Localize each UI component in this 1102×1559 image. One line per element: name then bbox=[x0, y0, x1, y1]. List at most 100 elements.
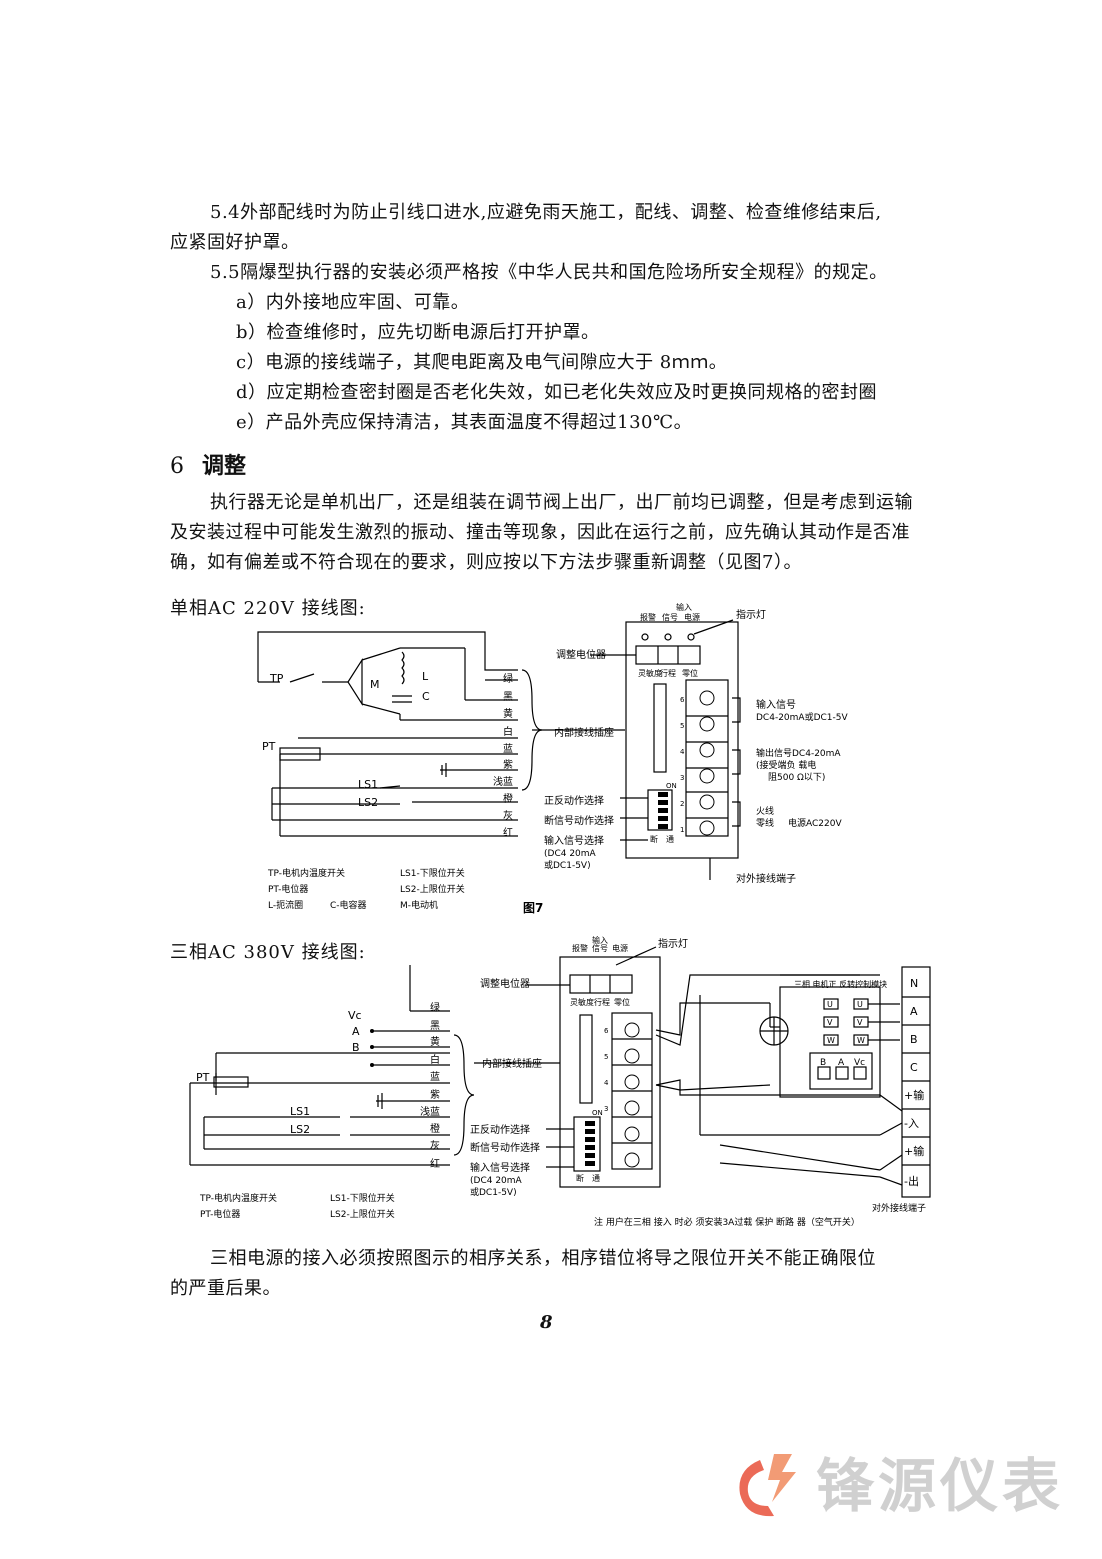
module-vc: Vc bbox=[854, 1058, 865, 1068]
tp-label: TP bbox=[269, 672, 284, 685]
wire2-green: 绿 bbox=[430, 1001, 440, 1014]
heading-text: 调整 bbox=[202, 454, 247, 479]
pot2-sub-1: 灵敏度 bbox=[570, 997, 594, 1007]
install-note: 注 用户在三相 接入 时必 须安装3A过载 保护 断路 器（空气开关） bbox=[594, 1216, 860, 1228]
output-signal-2: (接受端负 载电 bbox=[756, 759, 816, 771]
wire2-gray: 灰 bbox=[430, 1139, 440, 1152]
list-item-e: e）产品外壳应保持清洁，其表面温度不得超过130℃。 bbox=[236, 412, 693, 433]
dip-label-2: 断信号动作选择 bbox=[544, 814, 614, 827]
dip2-sub-1: (DC4 20mA bbox=[470, 1176, 523, 1186]
hdr2-alarm: 报警 bbox=[572, 943, 588, 953]
module-pin-w: W bbox=[827, 1036, 835, 1045]
list-item-d: d）应定期检查密封圈是否老化失效，如已老化失效应及时更换同规格的密封圈 bbox=[236, 382, 878, 403]
pot-label: 调整电位器 bbox=[556, 648, 606, 661]
ls1-label: LS1 bbox=[358, 778, 378, 791]
brand-logo: 锋源仪表 bbox=[730, 1440, 1090, 1530]
diagram2-title: 三相AC 380V 接线图: bbox=[170, 942, 366, 963]
module-pin-u2: U bbox=[857, 1000, 863, 1009]
legend2-tp: TP-电机内温度开关 bbox=[199, 1192, 277, 1204]
legend2-ls1: LS1-下限位开关 bbox=[330, 1192, 395, 1204]
dip2-off-label: 断 bbox=[576, 1173, 584, 1183]
wire2-yellow: 黄 bbox=[430, 1035, 440, 1048]
module-b: B bbox=[820, 1058, 826, 1068]
wire2-lightblue: 浅蓝 bbox=[420, 1105, 440, 1118]
wire-red: 红 bbox=[503, 826, 513, 839]
hdr-signal: 信号 bbox=[662, 612, 678, 622]
wire-purple: 紫 bbox=[503, 759, 513, 771]
capacitor-label: C bbox=[422, 690, 430, 703]
input-header: 输入 bbox=[676, 602, 692, 612]
legend-ls2: LS2-上限位开关 bbox=[400, 883, 465, 895]
term2-num-4: 4 bbox=[604, 1079, 609, 1087]
module-pin-w2: W bbox=[857, 1036, 865, 1045]
right-term-in-minus: -入 bbox=[904, 1117, 919, 1130]
module-pin-u: U bbox=[827, 1000, 833, 1009]
term2-num-6: 6 bbox=[604, 1027, 609, 1035]
output-signal-3: 阻500 Ω以下) bbox=[768, 772, 825, 783]
module-pin-v: V bbox=[827, 1018, 833, 1027]
module-title: 三相 电机正 反转控制模块 bbox=[794, 979, 887, 989]
dip2-on: ON bbox=[592, 1109, 603, 1117]
pot-sub-2: 行程 bbox=[660, 668, 676, 678]
logo-text: 锋源仪表 bbox=[816, 1452, 1064, 1520]
motor-label: M bbox=[370, 678, 380, 691]
wire-lightblue: 浅蓝 bbox=[493, 775, 513, 788]
wire-black: 黑 bbox=[503, 691, 513, 703]
term-num-2: 2 bbox=[680, 800, 684, 808]
logo-mark-icon: 锋源仪表 bbox=[739, 1452, 1064, 1520]
pt-label-2: PT bbox=[196, 1071, 210, 1084]
dip-off-label: 断 bbox=[650, 834, 658, 844]
dip-label-1: 正反动作选择 bbox=[544, 794, 604, 807]
term2-num-5: 5 bbox=[604, 1053, 608, 1061]
output-signal-1: 输出信号DC4-20mA bbox=[756, 747, 841, 759]
dip2-label-2: 断信号动作选择 bbox=[470, 1141, 540, 1154]
hdr-alarm: 报警 bbox=[640, 612, 656, 622]
section-heading: 6 调整 bbox=[170, 448, 246, 480]
pot-sub-1: 灵敏度 bbox=[638, 668, 662, 678]
intro-line-3: 确，如有偏差或不符合现在的要求，则应按以下方法步骤重新调整（见图7）。 bbox=[170, 552, 802, 573]
legend2-pt: PT-电位器 bbox=[200, 1208, 240, 1220]
phase-vc: Vc bbox=[348, 1009, 362, 1022]
ext-term-label: 对外接线端子 bbox=[736, 872, 796, 885]
wire-white: 白 bbox=[503, 725, 513, 738]
wire-blue: 蓝 bbox=[503, 743, 513, 755]
wire-orange: 橙 bbox=[503, 792, 513, 805]
term-num-4: 4 bbox=[680, 748, 685, 756]
right-term-c: C bbox=[910, 1061, 918, 1074]
ls2-label-2: LS2 bbox=[290, 1123, 310, 1136]
intro-line-2: 及安装过程中可能发生激烈的振动、撞击等现象，因此在运行之前，应先确认其动作是否准 bbox=[170, 522, 910, 543]
figure-caption: 图7 bbox=[523, 901, 543, 915]
legend-m: M-电动机 bbox=[400, 899, 438, 911]
wire2-purple: 紫 bbox=[430, 1089, 440, 1101]
dip2-label-3: 输入信号选择 bbox=[470, 1161, 530, 1174]
term2-num-3: 3 bbox=[604, 1105, 608, 1113]
power-ac: 电源AC220V bbox=[788, 817, 842, 829]
wire2-white: 白 bbox=[430, 1053, 440, 1066]
dip-sub-2: 或DC1-5V) bbox=[544, 859, 591, 871]
term-num-1: 1 bbox=[680, 826, 684, 834]
dip-label-3: 输入信号选择 bbox=[544, 834, 604, 847]
para-5-4: 5.4外部配线时为防止引线口进水,应避免雨天施工，配线、调整、检查维修结束后, bbox=[210, 202, 882, 223]
page-number: 8 bbox=[540, 1312, 553, 1333]
dip2-sub-2: 或DC1-5V) bbox=[470, 1186, 517, 1198]
phase-b: B bbox=[352, 1041, 360, 1054]
legend-pt: PT-电位器 bbox=[268, 883, 308, 895]
term-num-3: 3 bbox=[680, 774, 684, 782]
term-num-6: 6 bbox=[680, 696, 685, 704]
three-phase-wiring-diagram: Vc A B PT LS1 LS2 绿 黑 黄 白 蓝 紫 浅蓝 橙 灰 红 输… bbox=[189, 935, 931, 1228]
list-item-b: b）检查维修时，应先切断电源后打开护罩。 bbox=[236, 322, 600, 343]
hdr-power: 电源 bbox=[684, 612, 700, 622]
hdr2-signal: 信号 bbox=[592, 943, 608, 953]
pot2-sub-2: 行程 bbox=[594, 997, 610, 1007]
inductor-label: L bbox=[422, 670, 429, 683]
term-num-5: 5 bbox=[680, 722, 684, 730]
right-term-out-plus: +输 bbox=[904, 1144, 924, 1158]
input-signal-label: 输入信号 bbox=[756, 698, 796, 711]
para-5-5: 5.5隔爆型执行器的安装必须严格按《中华人民共和国危险场所安全规程》的规定。 bbox=[210, 262, 888, 283]
pot-label-2: 调整电位器 bbox=[480, 977, 530, 990]
pot-sub-3: 零位 bbox=[682, 668, 698, 678]
heading-number: 6 bbox=[170, 454, 184, 479]
wire-yellow: 黄 bbox=[503, 707, 513, 720]
single-phase-wiring-diagram: TP PT LS1 LS2 M L C 绿 黑 黄 白 蓝 紫 浅蓝 橙 灰 红… bbox=[257, 602, 848, 915]
legend-c: C-电容器 bbox=[330, 899, 367, 911]
